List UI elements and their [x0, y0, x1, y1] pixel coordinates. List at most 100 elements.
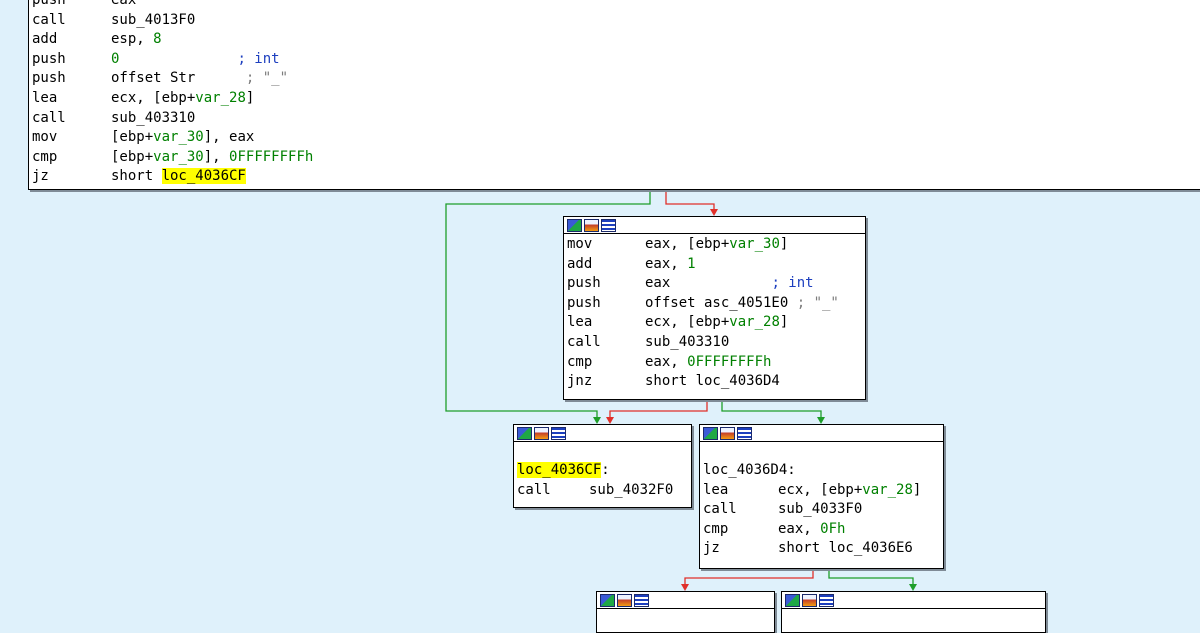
operand: eax,: [778, 520, 821, 537]
instruction-row[interactable]: cmp[ebp+var_30], 0FFFFFFFFh: [32, 148, 1200, 168]
operand: ecx, [ebp+: [778, 481, 863, 498]
operand: var_28: [195, 89, 246, 106]
operand[interactable]: loc_4036CF: [161, 168, 246, 185]
operand: 0: [111, 50, 120, 67]
operand: ]: [779, 236, 789, 252]
mnemonic: call: [567, 333, 601, 350]
operand: sub_403310: [111, 109, 196, 126]
node-label-row: loc_4036CF:: [517, 461, 688, 481]
mnemonic: push: [32, 0, 66, 8]
node-header: [597, 592, 774, 609]
mnemonic: jz: [703, 540, 720, 557]
mnemonic: push: [567, 294, 601, 311]
edge-true-right-to-bottom-right: [828, 567, 914, 585]
mnemonic: call: [32, 109, 66, 126]
graph-node-icon[interactable]: [517, 427, 532, 440]
node-text-icon[interactable]: [634, 594, 649, 607]
operand: [195, 70, 246, 86]
operand: 0FFFFFFFFh: [687, 353, 772, 370]
operand: 1: [687, 255, 696, 272]
operand: var_28: [729, 314, 780, 331]
edge-false-mid-to-left: [609, 398, 708, 418]
edge-true-mid-to-right: [721, 398, 822, 418]
mnemonic: add: [32, 31, 58, 48]
operand: eax: [645, 275, 671, 292]
operand: [119, 51, 237, 67]
mnemonic: jz: [32, 168, 49, 185]
operand: [670, 275, 771, 291]
operand: sub_403310: [645, 333, 730, 350]
flow-edges: [445, 190, 917, 591]
operand: ]: [912, 481, 922, 498]
edit-node-icon[interactable]: [584, 219, 599, 232]
operand: 8: [153, 31, 162, 48]
mnemonic: lea: [703, 481, 729, 498]
instruction-row[interactable]: call sub_403310: [32, 109, 1200, 129]
node-text-icon[interactable]: [819, 594, 834, 607]
edit-node-icon[interactable]: [720, 427, 735, 440]
node-label-row: loc_4036D4:: [703, 461, 940, 481]
node-text-icon[interactable]: [551, 427, 566, 440]
operand: eax,: [645, 255, 688, 272]
graph-node-icon[interactable]: [703, 427, 718, 440]
edge-arrow: [593, 417, 601, 424]
edit-node-icon[interactable]: [617, 594, 632, 607]
operand: ],: [203, 148, 230, 165]
mnemonic: mov: [567, 236, 593, 252]
instruction-row[interactable]: jz short loc_4036CF: [32, 167, 1200, 187]
operand: ; int: [771, 275, 814, 292]
mnemonic: cmp: [703, 520, 729, 537]
node-header: [514, 425, 691, 442]
mnemonic: mov: [32, 129, 58, 146]
node-text-icon[interactable]: [737, 427, 752, 440]
instruction-row[interactable]: mov[ebp+var_30], eax: [32, 128, 1200, 148]
edge-true-top-to-left: [445, 190, 651, 418]
edge-false-top-to-mid: [665, 190, 715, 210]
node-label[interactable]: loc_4036D4:: [703, 462, 796, 478]
operand: var_30: [153, 129, 204, 146]
operand: ecx, [ebp+: [111, 89, 196, 106]
graph-node-bottom-right[interactable]: [781, 591, 1046, 633]
operand: eax, [ebp+: [645, 236, 730, 252]
graph-node-bottom-left[interactable]: [596, 591, 775, 633]
operand: ; "_": [245, 70, 289, 87]
graph-node-icon[interactable]: [600, 594, 615, 607]
operand: ; int: [237, 50, 280, 67]
mnemonic: jnz: [567, 373, 593, 390]
operand: short: [111, 168, 162, 185]
instruction-row[interactable]: call sub_403310: [567, 333, 862, 353]
node-label[interactable]: loc_4036CF: [517, 462, 602, 478]
node-text-icon[interactable]: [601, 219, 616, 232]
edit-node-icon[interactable]: [534, 427, 549, 440]
graph-node-icon[interactable]: [785, 594, 800, 607]
graph-node-icon[interactable]: [567, 219, 582, 232]
node-header: [700, 425, 943, 442]
edit-node-icon[interactable]: [802, 594, 817, 607]
mnemonic: push: [32, 70, 66, 87]
operand: eax,: [645, 353, 688, 370]
